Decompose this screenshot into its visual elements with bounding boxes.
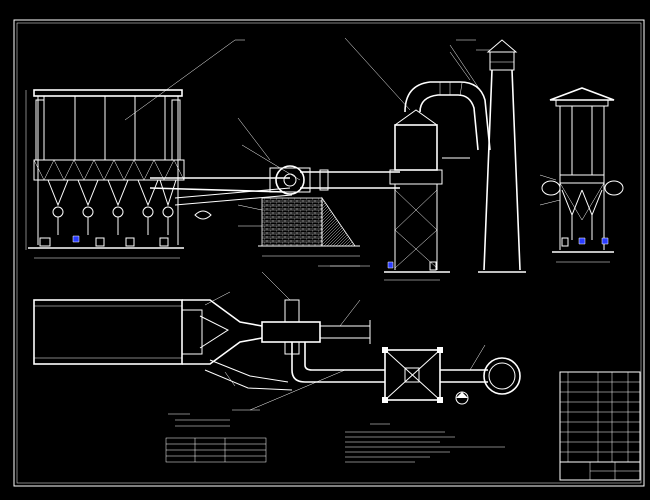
- side-view: [539, 87, 624, 263]
- title-block: [559, 371, 641, 481]
- plan-view: [33, 271, 521, 411]
- inner-frame: [16, 22, 642, 484]
- elevation-view: [25, 39, 400, 267]
- outer-frame: [13, 19, 645, 487]
- notes-area: [165, 413, 505, 463]
- tower-view: [330, 37, 526, 281]
